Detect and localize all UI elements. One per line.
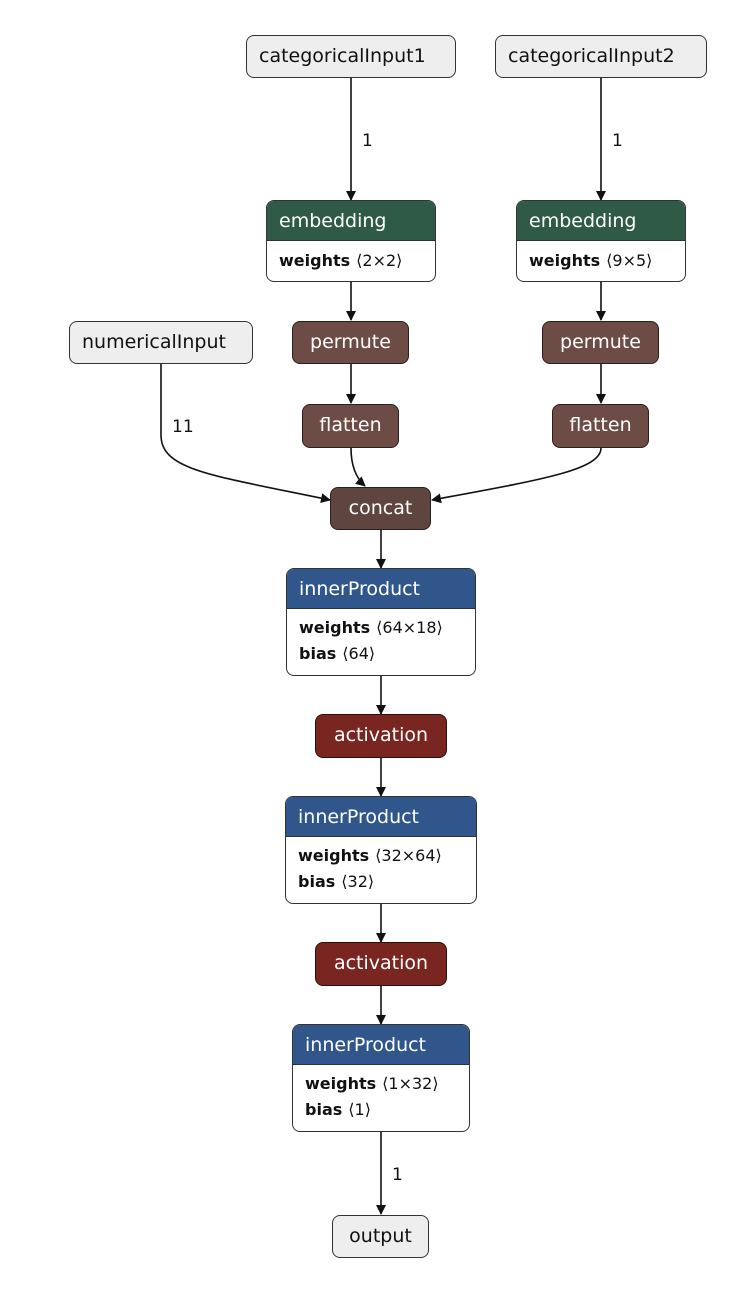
param-row: bias ⟨32⟩ <box>298 869 464 895</box>
node-output[interactable]: output <box>332 1215 429 1258</box>
param-name: weights <box>305 1074 377 1093</box>
node-label: concat <box>348 497 413 519</box>
node-label: activation <box>333 724 429 746</box>
node-label: categoricalInput1 <box>259 45 426 67</box>
param-row: weights ⟨2×2⟩ <box>279 248 423 274</box>
edge-label: 11 <box>172 417 194 437</box>
param-name: weights <box>279 251 351 270</box>
node-inner-product-3[interactable]: innerProduct weights ⟨1×32⟩ bias ⟨1⟩ <box>292 1024 470 1132</box>
node-embedding-2[interactable]: embedding weights ⟨9×5⟩ <box>516 200 686 282</box>
param-shape: ⟨32⟩ <box>341 872 375 891</box>
node-label: output <box>349 1225 412 1247</box>
param-row: weights ⟨1×32⟩ <box>305 1071 457 1097</box>
node-label: flatten <box>569 414 632 436</box>
node-label: innerProduct <box>293 1025 469 1065</box>
node-activation-2[interactable]: activation <box>315 942 447 986</box>
param-row: weights ⟨64×18⟩ <box>299 615 463 641</box>
param-row: weights ⟨32×64⟩ <box>298 843 464 869</box>
param-name: bias <box>298 872 336 891</box>
param-row: bias ⟨1⟩ <box>305 1097 457 1123</box>
node-label: categoricalInput2 <box>508 45 675 67</box>
node-flatten-1[interactable]: flatten <box>302 404 399 448</box>
node-label: permute <box>310 331 391 353</box>
node-label: flatten <box>319 414 382 436</box>
edge-label: 1 <box>392 1165 403 1185</box>
param-shape: ⟨64⟩ <box>342 644 376 663</box>
node-categorical-input-1[interactable]: categoricalInput1 <box>246 35 456 78</box>
edge-label: 1 <box>612 131 623 151</box>
param-shape: ⟨64×18⟩ <box>376 618 443 637</box>
param-shape: ⟨1⟩ <box>348 1100 371 1119</box>
param-shape: ⟨1×32⟩ <box>382 1074 439 1093</box>
edge-flatten2-concat <box>431 447 602 504</box>
param-shape: ⟨9×5⟩ <box>606 251 653 270</box>
node-label: activation <box>333 952 429 974</box>
node-categorical-input-2[interactable]: categoricalInput2 <box>495 35 707 78</box>
param-name: weights <box>299 618 371 637</box>
param-row: weights ⟨9×5⟩ <box>529 248 673 274</box>
node-activation-1[interactable]: activation <box>315 714 447 758</box>
node-label: embedding <box>267 201 435 241</box>
node-inner-product-2[interactable]: innerProduct weights ⟨32×64⟩ bias ⟨32⟩ <box>285 796 477 904</box>
edge-flatten1-concat <box>350 447 366 487</box>
node-label: innerProduct <box>286 797 476 837</box>
node-label: numericalInput <box>82 331 226 353</box>
node-permute-2[interactable]: permute <box>542 321 659 364</box>
param-name: bias <box>305 1100 343 1119</box>
param-row: bias ⟨64⟩ <box>299 641 463 667</box>
node-inner-product-1[interactable]: innerProduct weights ⟨64×18⟩ bias ⟨64⟩ <box>286 568 476 676</box>
param-shape: ⟨2×2⟩ <box>356 251 403 270</box>
node-flatten-2[interactable]: flatten <box>552 404 649 448</box>
param-name: weights <box>298 846 370 865</box>
node-permute-1[interactable]: permute <box>292 321 409 364</box>
node-concat[interactable]: concat <box>330 487 431 530</box>
param-shape: ⟨32×64⟩ <box>375 846 442 865</box>
node-label: innerProduct <box>287 569 475 609</box>
edge-label: 1 <box>362 131 373 151</box>
node-embedding-1[interactable]: embedding weights ⟨2×2⟩ <box>266 200 436 282</box>
param-name: bias <box>299 644 337 663</box>
edge-numerical-concat <box>160 364 331 504</box>
node-numerical-input[interactable]: numericalInput <box>69 321 253 364</box>
param-name: weights <box>529 251 601 270</box>
node-label: permute <box>560 331 641 353</box>
node-label: embedding <box>517 201 685 241</box>
